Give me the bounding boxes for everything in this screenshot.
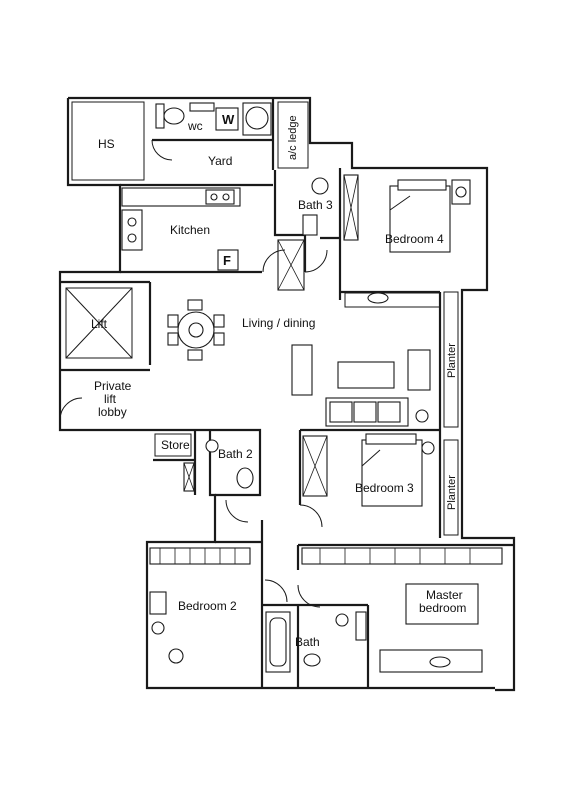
label-wc: wc — [187, 119, 203, 133]
label-living-dining: Living / dining — [242, 316, 315, 330]
label-yard: Yard — [208, 154, 232, 168]
doors — [59, 139, 328, 608]
label-fridge: F — [223, 253, 231, 268]
label-bedroom3: Bedroom 3 — [355, 481, 414, 495]
label-kitchen: Kitchen — [170, 223, 210, 237]
fixtures — [65, 101, 503, 673]
label-washer: W — [222, 112, 235, 127]
label-lift: Lift — [91, 317, 108, 331]
label-bedroom4: Bedroom 4 — [385, 232, 444, 246]
walls — [58, 96, 516, 692]
label-planter-upper: Planter — [446, 343, 458, 378]
label-planter-lower: Planter — [446, 475, 458, 510]
label-bath2: Bath 2 — [218, 447, 253, 461]
label-ac-ledge: a/c ledge — [287, 115, 299, 160]
label-private-lift-lobby-2: lift — [104, 392, 117, 406]
label-bedroom2: Bedroom 2 — [178, 599, 237, 613]
label-private-lift-lobby-1: Private — [94, 379, 132, 393]
room-labels: HS wc W Yard a/c ledge Bath 3 Bedroom 4 … — [91, 112, 466, 649]
label-bath3: Bath 3 — [298, 198, 333, 212]
label-store: Store — [161, 438, 190, 452]
label-hs: HS — [98, 137, 115, 151]
label-private-lift-lobby-3: lobby — [98, 405, 127, 419]
label-bath: Bath — [295, 635, 320, 649]
label-master-bedroom-2: bedroom — [419, 601, 466, 615]
label-master-bedroom-1: Master — [426, 588, 463, 602]
